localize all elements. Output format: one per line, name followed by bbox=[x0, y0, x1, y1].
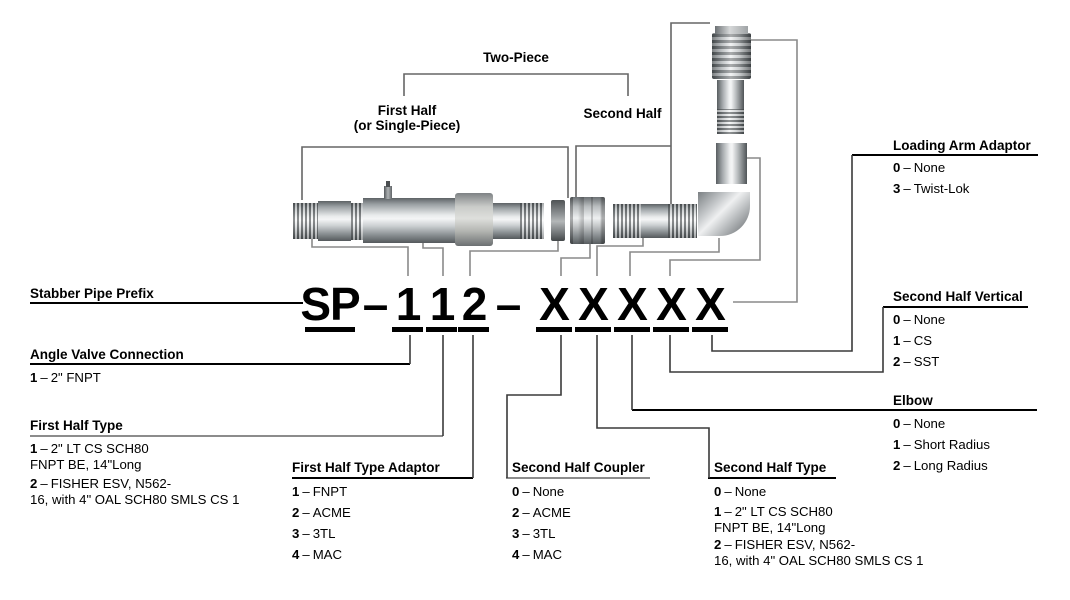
option-shc-2: 2–ACME bbox=[512, 505, 571, 520]
leader-first-half-type bbox=[422, 238, 444, 276]
section-title-angle-valve-connection: Angle Valve Connection bbox=[30, 347, 184, 362]
option-sht-2-cont: FNPT BE, 14"Long bbox=[714, 520, 826, 535]
angle-valve-thread-end bbox=[293, 203, 318, 239]
option-shv-3: 2–SST bbox=[893, 354, 940, 369]
leader-second-half-coupler bbox=[560, 244, 591, 276]
pn-x3: X bbox=[617, 278, 648, 330]
pn-underline-x4 bbox=[653, 327, 689, 332]
pn-underline-x2 bbox=[575, 327, 611, 332]
first-half-pipe-body bbox=[363, 198, 455, 243]
leader-elbow bbox=[629, 238, 720, 276]
loading-arm-adaptor-cap bbox=[715, 26, 748, 34]
pn-underline-prefix bbox=[305, 327, 355, 332]
option-fhta-1: 1–FNPT bbox=[292, 484, 348, 499]
section-title-first-half-type-adaptor: First Half Type Adaptor bbox=[292, 460, 440, 475]
second-half-bracket bbox=[575, 145, 671, 198]
collar-thread-band bbox=[351, 203, 363, 240]
pn-underline-x1 bbox=[536, 327, 572, 332]
section-title-loading-arm-adaptor: Loading Arm Adaptor bbox=[893, 138, 1031, 153]
loading-arm-adaptor-part bbox=[712, 33, 751, 79]
leader-first-half-adaptor bbox=[469, 241, 559, 276]
first-half-bracket bbox=[301, 146, 569, 200]
section-title-second-half-type: Second Half Type bbox=[714, 460, 827, 475]
section-title-first-half-type: First Half Type bbox=[30, 418, 123, 433]
option-fhta-3: 3–3TL bbox=[292, 526, 336, 541]
second-half-pipe bbox=[641, 204, 668, 238]
pn-digit-1: 1 bbox=[395, 278, 422, 330]
two-piece-label: Two-Piece bbox=[483, 50, 549, 65]
first-half-label: First Half (or Single-Piece) bbox=[312, 103, 502, 133]
riser-sht bbox=[596, 335, 710, 478]
option-shc-4: 4–MAC bbox=[512, 547, 562, 562]
first-half-pipe-end bbox=[493, 203, 520, 239]
option-fhta-2: 2–ACME bbox=[292, 505, 351, 520]
option-sht-1: 0–None bbox=[714, 484, 767, 499]
pn-x2: X bbox=[578, 278, 609, 330]
second-half-coupler-part bbox=[570, 197, 605, 244]
option-sht-2: 1–2" LT CS SCH80 bbox=[714, 504, 833, 519]
option-angle-1: 1–2" FNPT bbox=[30, 370, 101, 385]
option-fhta-4: 4–MAC bbox=[292, 547, 342, 562]
section-title-stabber-pipe-prefix: Stabber Pipe Prefix bbox=[30, 286, 154, 301]
option-laa-2: 3–Twist-Lok bbox=[893, 181, 970, 196]
section-title-second-half-coupler: Second Half Coupler bbox=[512, 460, 645, 475]
pn-x5: X bbox=[695, 278, 726, 330]
option-elbow-1: 0–None bbox=[893, 416, 946, 431]
first-half-thread-end bbox=[520, 203, 544, 239]
second-half-label: Second Half bbox=[583, 106, 662, 121]
option-elbow-2: 1–Short Radius bbox=[893, 437, 990, 452]
pn-x1: X bbox=[539, 278, 570, 330]
riser-shc bbox=[506, 335, 562, 478]
pn-x4: X bbox=[656, 278, 687, 330]
pipe-collar bbox=[318, 201, 351, 241]
pn-prefix: SP bbox=[300, 278, 360, 330]
pn-underline-d3 bbox=[458, 327, 489, 332]
first-half-label-line2: (or Single-Piece) bbox=[353, 118, 461, 133]
first-half-label-line1: First Half bbox=[377, 103, 437, 118]
option-fht-1-cont: FNPT BE, 14"Long bbox=[30, 457, 142, 472]
second-half-vertical-part bbox=[716, 143, 747, 184]
option-shv-2: 1–CS bbox=[893, 333, 933, 348]
pn-dash-1: – bbox=[362, 278, 389, 330]
option-desc: 2" FNPT bbox=[50, 370, 101, 385]
first-half-type-adaptor-part bbox=[551, 200, 565, 241]
pn-digit-2: 1 bbox=[429, 278, 456, 330]
vertical-pipe-threads bbox=[717, 108, 744, 134]
hex-coupling bbox=[455, 193, 493, 246]
two-piece-bracket bbox=[403, 73, 629, 96]
option-shc-1: 0–None bbox=[512, 484, 565, 499]
second-half-thread-right bbox=[668, 204, 697, 238]
option-shc-3: 3–3TL bbox=[512, 526, 556, 541]
pn-underline-x5 bbox=[692, 327, 728, 332]
option-fht-1: 1–2" LT CS SCH80 bbox=[30, 441, 149, 456]
pn-underline-x3 bbox=[614, 327, 650, 332]
option-laa-1: 0–None bbox=[893, 160, 946, 175]
option-fht-2-cont: 16, with 4" OAL SCH80 SMLS CS 1 bbox=[30, 492, 240, 507]
option-elbow-3: 2–Long Radius bbox=[893, 458, 988, 473]
pn-digit-3: 2 bbox=[461, 278, 488, 330]
pn-underline-d2 bbox=[426, 327, 457, 332]
pn-dash-2: – bbox=[495, 278, 522, 330]
bleeder-valve bbox=[384, 186, 392, 199]
section-title-elbow: Elbow bbox=[893, 393, 933, 408]
option-shv-1: 0–None bbox=[893, 312, 946, 327]
vertical-pipe-top bbox=[717, 80, 744, 109]
option-sht-3: 2–FISHER ESV, N562- bbox=[714, 537, 856, 552]
option-code: 1 bbox=[30, 370, 38, 385]
option-sht-3-cont: 16, with 4" OAL SCH80 SMLS CS 1 bbox=[714, 553, 924, 568]
elbow-part bbox=[698, 192, 750, 236]
bleeder-valve-tip bbox=[386, 181, 390, 187]
section-title-second-half-vertical: Second Half Vertical bbox=[893, 289, 1023, 304]
option-fht-2: 2–FISHER ESV, N562- bbox=[30, 476, 172, 491]
second-half-thread-left bbox=[613, 204, 641, 238]
pn-underline-d1 bbox=[392, 327, 423, 332]
